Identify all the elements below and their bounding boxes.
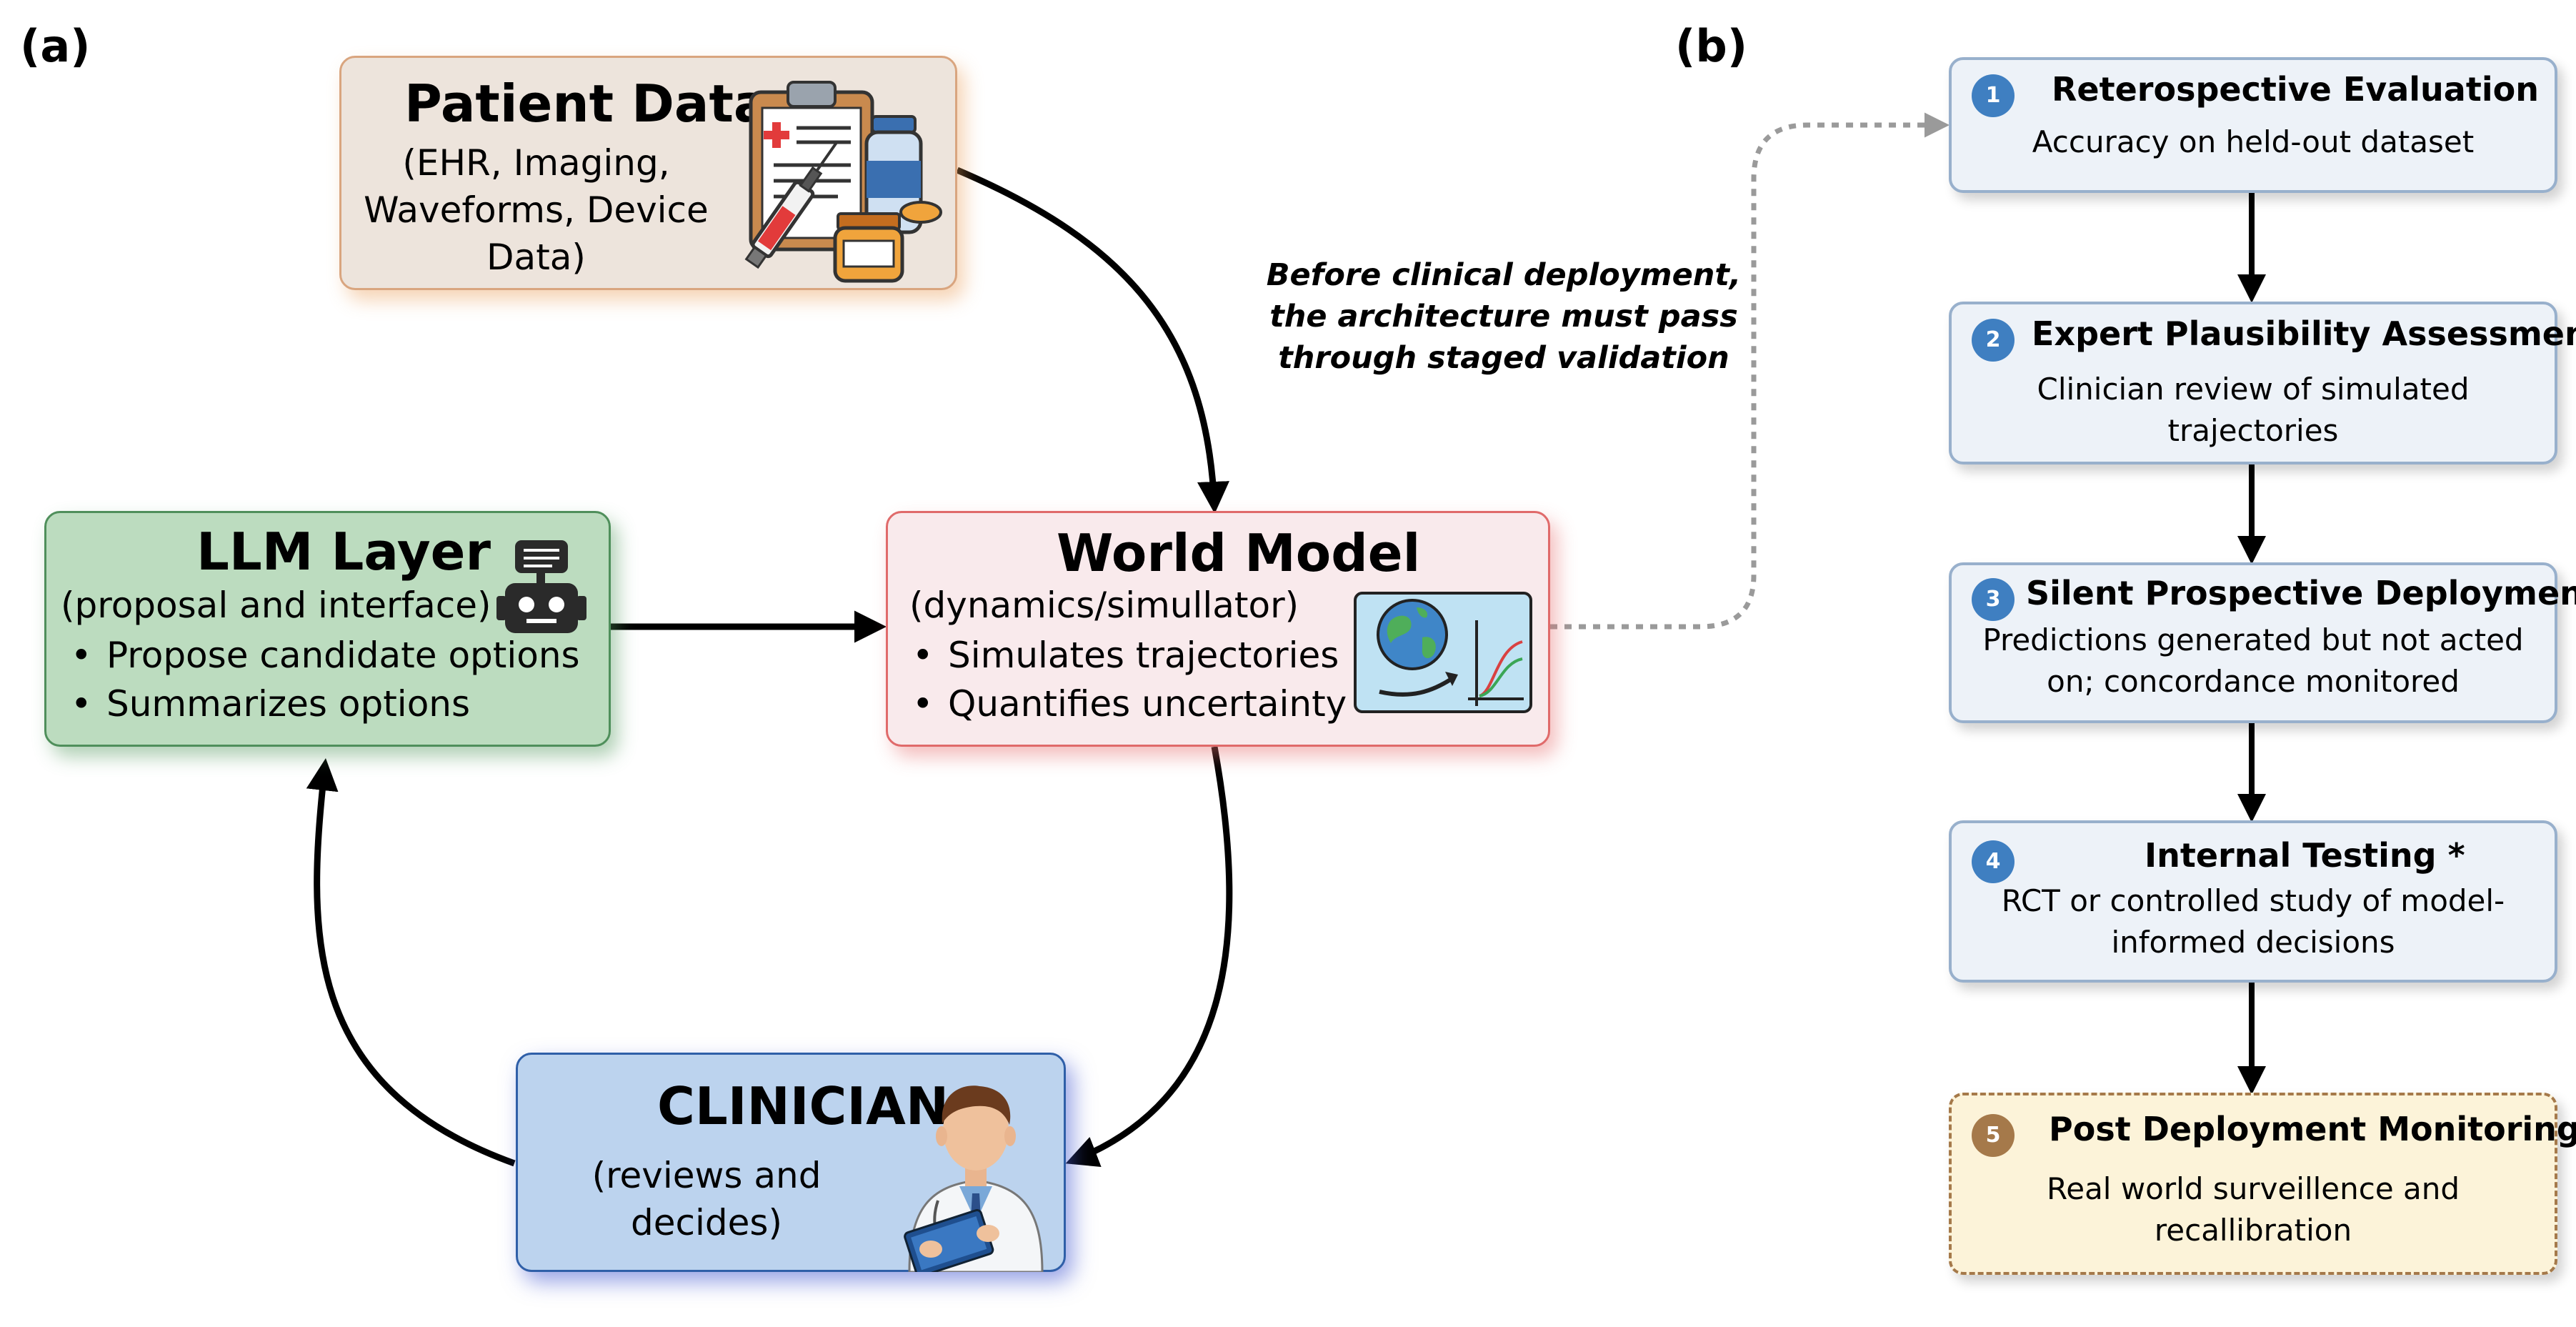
step-4-desc-line-2: informed decisions	[2111, 925, 2395, 960]
step-1-desc: Accuracy on held-out dataset	[1952, 121, 2555, 163]
step-2-desc: Clinician review of simulated trajectori…	[1952, 369, 2555, 452]
panel-a-label: (a)	[20, 20, 91, 72]
patient-data-line-1: (EHR, Imaging,	[402, 142, 670, 184]
patient-data-title: Patient Data	[404, 74, 769, 134]
step-5-desc: Real world surveillence and recallibrati…	[1952, 1168, 2555, 1251]
arrow-patient-to-world	[956, 167, 1229, 514]
world-model-box: World Model (dynamics/simullator) Simula…	[886, 511, 1550, 747]
step-1-title: Reterospective Evaluation	[2052, 70, 2539, 109]
globe-chart-icon	[1354, 592, 1532, 713]
robot-icon	[496, 540, 586, 633]
step-4-badge: 4	[1972, 840, 2015, 883]
validation-note: Before clinical deployment, the architec…	[1247, 254, 1761, 379]
validation-step-4: 4 Internal Testing * RCT or controlled s…	[1949, 820, 2557, 983]
step-2-title: Expert Plausibility Assessment	[2032, 314, 2576, 353]
patient-data-line-3: Data)	[486, 237, 586, 278]
validation-note-line-1: Before clinical deployment,	[1266, 257, 1742, 293]
arrow-world-to-clinician	[1065, 746, 1233, 1167]
clinician-title: CLINICIAN	[657, 1076, 949, 1136]
patient-data-box: Patient Data (EHR, Imaging, Waveforms, D…	[339, 56, 957, 290]
validation-step-2: 2 Expert Plausibility Assessment Clinici…	[1949, 302, 2576, 464]
world-bullet-1: Simulates trajectories	[912, 635, 1339, 676]
step-2-badge: 2	[1972, 319, 2015, 362]
step-3-desc-line-2: on; concordance monitored	[2047, 664, 2460, 699]
doctor-icon	[904, 1085, 1044, 1272]
step-4-title: Internal Testing *	[2145, 836, 2465, 875]
step-5-desc-line-2: recallibration	[2154, 1213, 2352, 1248]
clipboard-medication-icon	[744, 81, 942, 283]
step-1-desc-line-1: Accuracy on held-out dataset	[2032, 124, 2475, 159]
step-3-desc-line-1: Predictions generated but not acted	[1982, 622, 2524, 657]
step-5-badge: 5	[1972, 1114, 2015, 1157]
world-model-subtitle: (dynamics/simullator)	[909, 585, 1299, 626]
panel-b-label: (b)	[1675, 20, 1748, 72]
clinician-box: CLINICIAN (reviews and decides)	[516, 1053, 1066, 1272]
validation-step-1: 1 Reterospective Evaluation Accuracy on …	[1949, 57, 2557, 193]
validation-step-5: 5 Post Deployment Monitoring Real world …	[1949, 1093, 2576, 1275]
world-model-title: World Model	[1057, 523, 1421, 583]
llm-bullet-2: Summarizes options	[71, 683, 470, 725]
step-5-title: Post Deployment Monitoring	[2049, 1110, 2576, 1148]
llm-layer-title: LLM Layer	[196, 522, 491, 582]
step-4-desc: RCT or controlled study of model- inform…	[1952, 880, 2555, 963]
validation-step-3: 3 Silent Prospective Deployment Predicti…	[1949, 562, 2576, 723]
step-3-desc: Predictions generated but not acted on; …	[1952, 620, 2555, 702]
step-3-badge: 3	[1972, 578, 2015, 621]
clinician-line-2: decides)	[631, 1202, 782, 1243]
llm-layer-box: LLM Layer (proposal and interface) Propo…	[44, 511, 611, 747]
validation-note-line-2: the architecture must pass	[1269, 299, 1738, 334]
clinician-line-1: (reviews and	[591, 1155, 822, 1196]
arrow-clinician-to-llm	[306, 758, 516, 1167]
dotted-link-to-validation	[1550, 112, 1950, 630]
patient-data-line-2: Waveforms, Device	[364, 189, 709, 231]
step-4-desc-line-1: RCT or controlled study of model-	[2001, 883, 2505, 918]
step-5-desc-line-1: Real world surveillence and	[2046, 1171, 2460, 1206]
step-3-title: Silent Prospective Deployment	[2026, 574, 2576, 612]
llm-layer-subtitle: (proposal and interface)	[61, 585, 491, 626]
validation-note-line-3: through staged validation	[1278, 340, 1729, 376]
step-2-desc-line-1: Clinician review of simulated	[2037, 372, 2470, 407]
llm-bullet-1: Propose candidate options	[71, 635, 580, 676]
step-1-badge: 1	[1972, 74, 2015, 117]
step-2-desc-line-2: trajectories	[2167, 413, 2339, 448]
world-bullet-2: Quantifies uncertainty	[912, 683, 1347, 725]
